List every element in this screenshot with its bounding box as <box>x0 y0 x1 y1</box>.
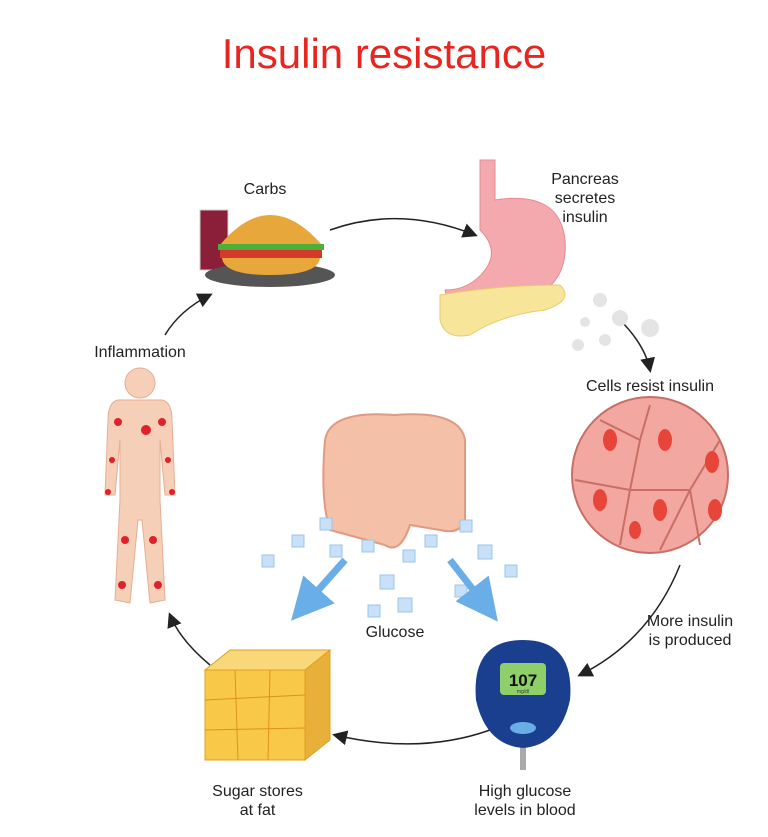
label-line: High glucose <box>478 783 572 800</box>
glucose-meter-icon: 107 mg/dl <box>475 640 571 770</box>
label-line: is produced <box>648 632 732 649</box>
fat-tissue-icon <box>203 648 332 762</box>
label-sugar-stores: Sugar stores at fat <box>195 782 320 820</box>
label-line: Sugar stores <box>212 783 303 800</box>
meter-unit: mg/dl <box>517 689 529 695</box>
label-line: Pancreas <box>551 171 619 188</box>
arrow-body-to-carbs <box>164 293 213 336</box>
arrow-carbs-to-pancreas <box>329 217 478 238</box>
label-line: insulin <box>562 209 608 226</box>
label-line: secretes <box>554 190 616 207</box>
arrow-cells-to-meter <box>577 564 681 677</box>
label-line: More insulin <box>646 613 734 630</box>
label-line: at fat <box>239 802 276 819</box>
label-high-glucose: High glucose levels in blood <box>460 782 590 820</box>
page-title: Insulin resistance <box>221 30 547 77</box>
label-more-insulin: More insulin is produced <box>630 612 750 650</box>
label-pancreas: Pancreas secretes insulin <box>530 170 640 227</box>
glucose-arrows <box>291 557 498 622</box>
meter-reading: 107 <box>509 671 537 690</box>
pancreas-icon <box>439 159 659 351</box>
label-carbs: Carbs <box>243 181 287 198</box>
human-body-icon <box>104 367 176 604</box>
cells-icon <box>571 396 729 554</box>
arrow-fat-to-body <box>167 612 211 666</box>
label-glucose: Glucose <box>365 624 425 641</box>
label-line: levels in blood <box>474 802 576 819</box>
arrow-meter-to-fat <box>332 729 491 746</box>
glucose-cubes <box>261 517 518 618</box>
label-inflammation: Inflammation <box>94 344 186 361</box>
intestine-icon <box>322 413 466 549</box>
burger-icon <box>199 209 335 287</box>
label-cells: Cells resist insulin <box>585 378 715 395</box>
